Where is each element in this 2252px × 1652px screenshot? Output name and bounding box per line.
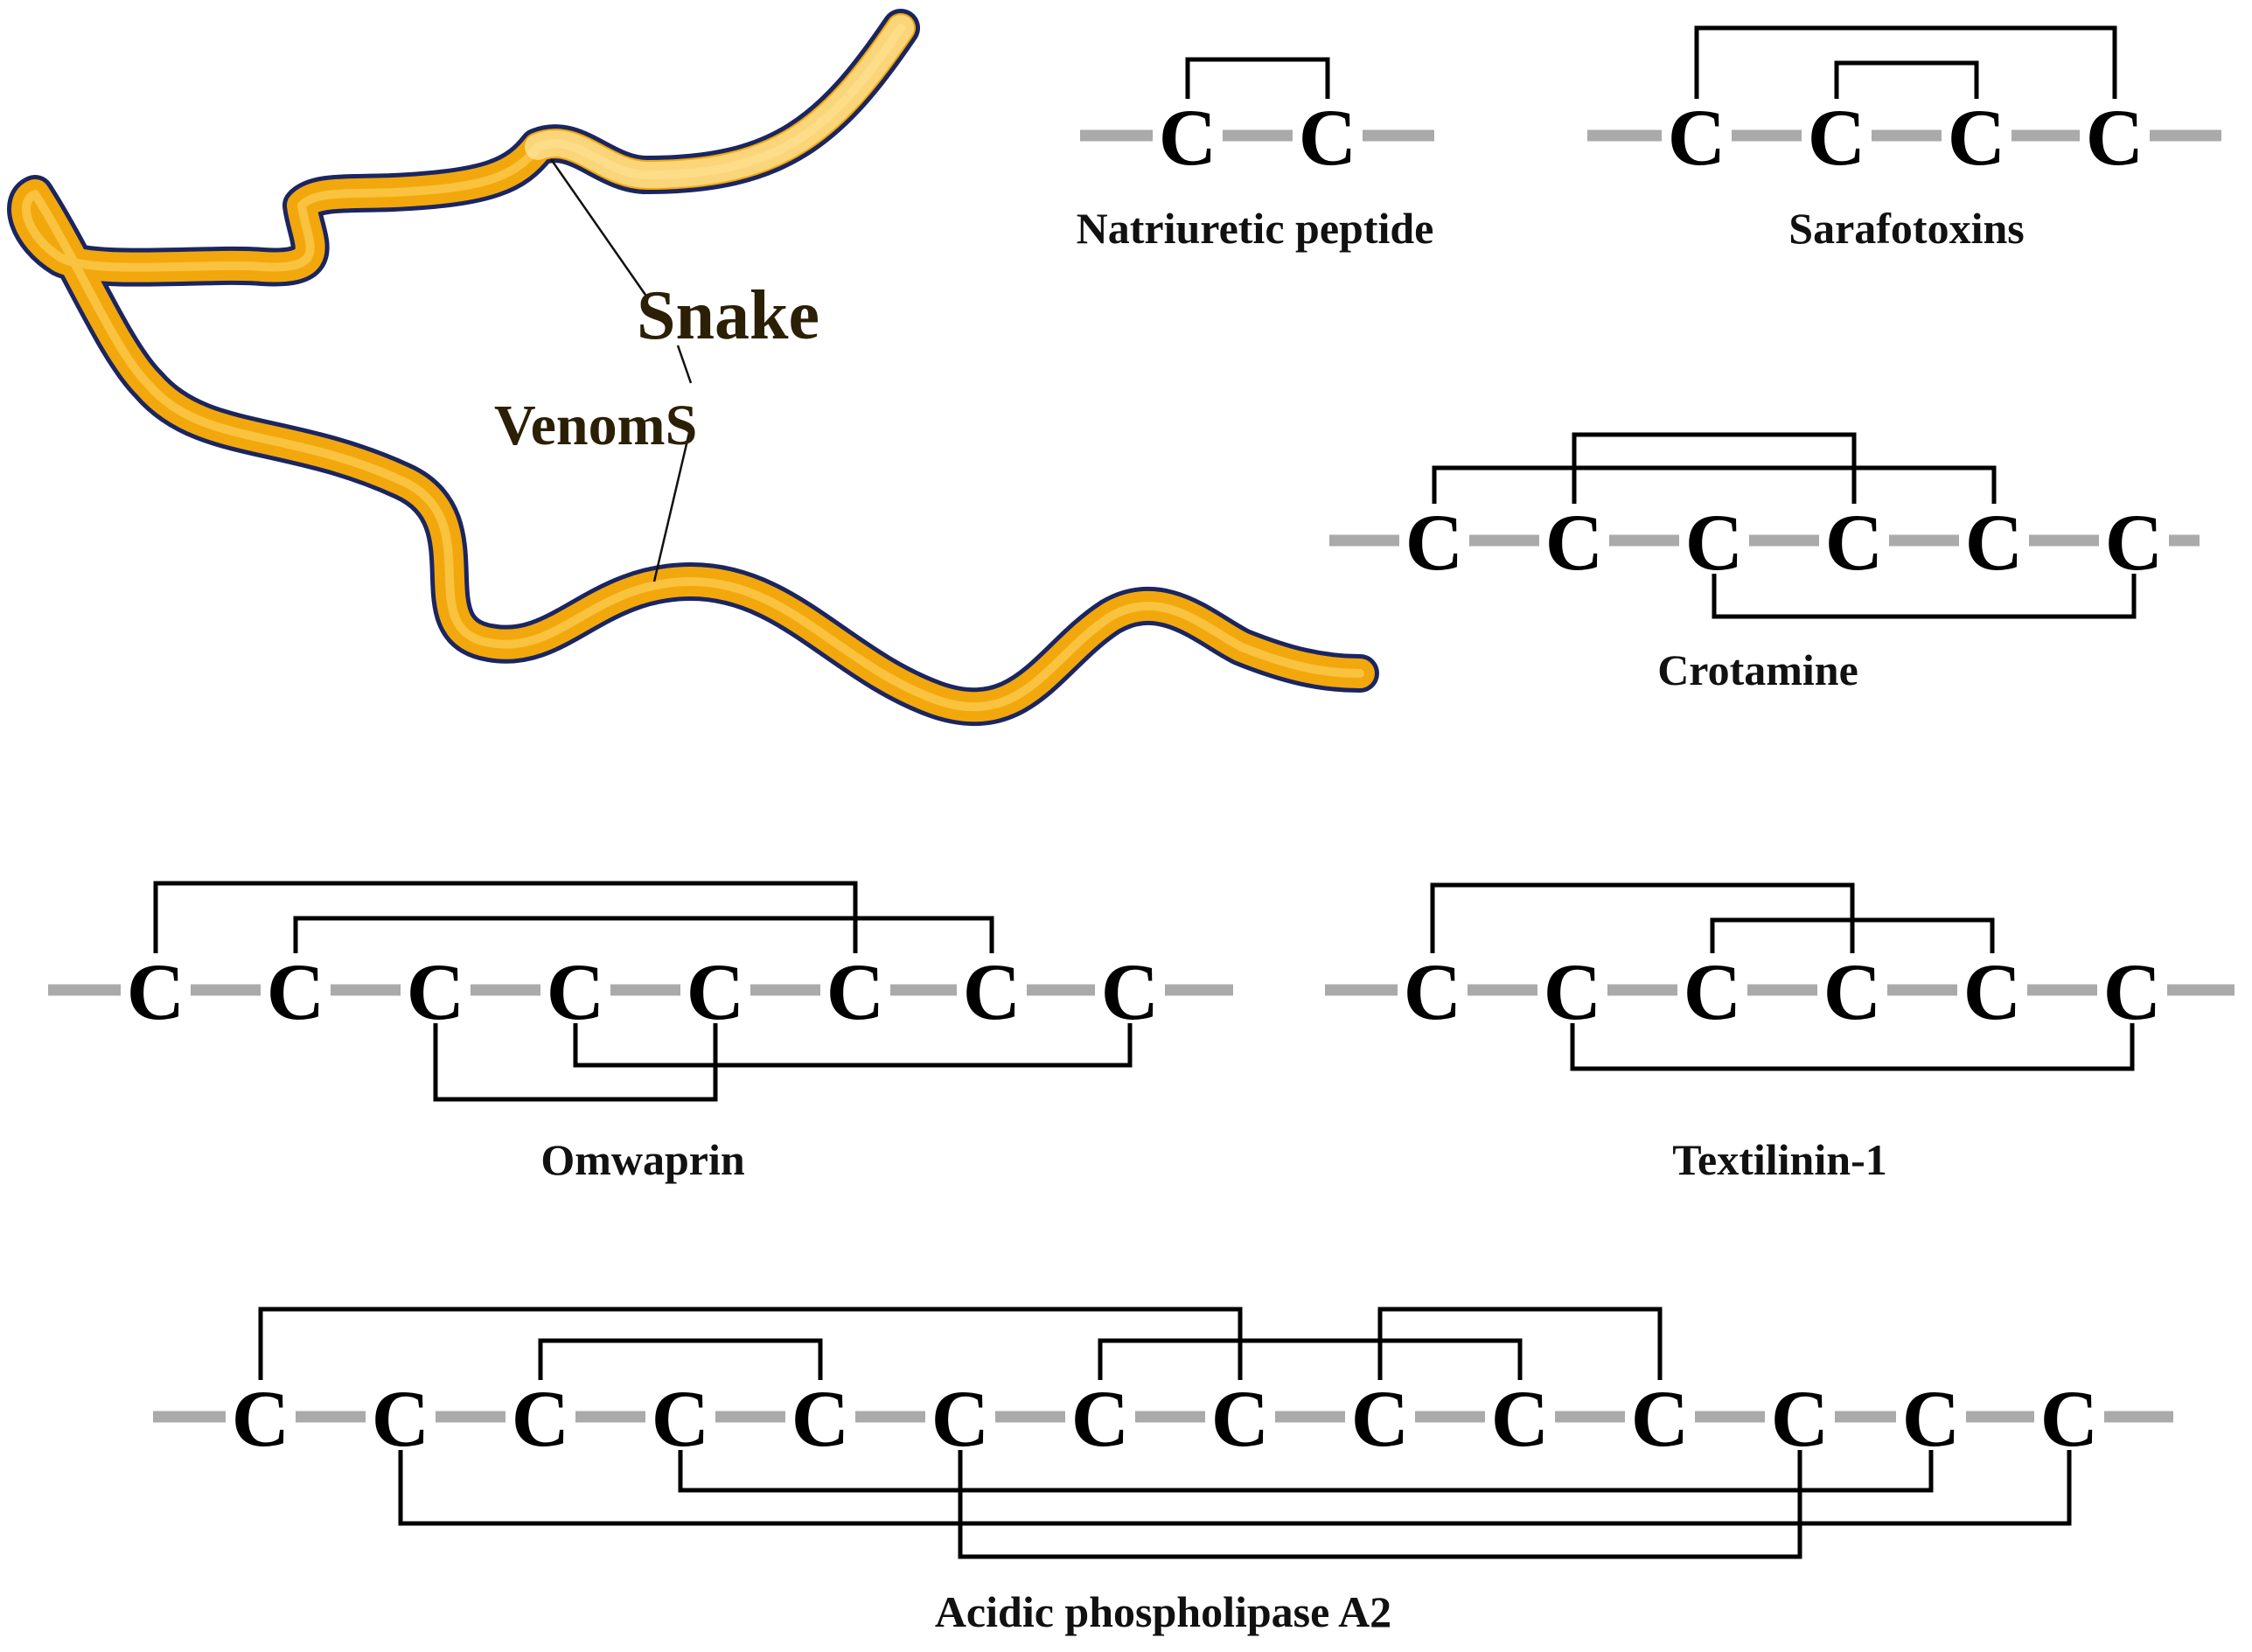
cysteine-label: C: [1544, 947, 1601, 1036]
protein-ribbon-illustration: Snake VenomS: [7, 9, 1379, 727]
cysteine-label: C: [826, 947, 884, 1036]
cysteine-label: C: [1684, 947, 1741, 1036]
cysteine-label: C: [1545, 498, 1603, 587]
cysteine-label: C: [1404, 947, 1461, 1036]
cysteine-label: C: [931, 1374, 989, 1463]
peptide-name: Sarafotoxins: [1788, 204, 2024, 253]
disulfide-connector: [676, 345, 693, 384]
cysteine-label: C: [1101, 947, 1159, 1036]
cysteine-label: C: [652, 1374, 709, 1463]
disulfide-connector: [549, 158, 649, 298]
disulfide-bond: [1098, 1338, 1523, 1380]
cysteine-label: C: [512, 1374, 569, 1463]
disulfide-bond: [1377, 1307, 1663, 1380]
disulfide-bond: [398, 1450, 2072, 1526]
disulfide-bond: [1570, 1023, 2135, 1071]
cysteine-label: C: [1491, 1374, 1549, 1463]
peptide-name: Omwaprin: [540, 1135, 745, 1184]
cysteine-label: C: [1685, 498, 1743, 587]
cysteine-label: C: [267, 947, 324, 1036]
cysteine-label: C: [232, 1374, 289, 1463]
snake-label: Snake: [637, 277, 819, 354]
disulfide-bond: [293, 916, 994, 953]
cysteine-label: C: [407, 947, 464, 1036]
disulfide-bond: [958, 1450, 1802, 1559]
cysteine-label: C: [372, 1374, 429, 1463]
cysteine-label: C: [1351, 1374, 1409, 1463]
cysteine-label: C: [1963, 947, 2021, 1036]
disulfide-bond: [573, 1023, 1133, 1068]
cysteine-label: C: [963, 947, 1021, 1036]
peptide-name: Crotamine: [1657, 645, 1858, 694]
cysteine-label: C: [1159, 93, 1217, 182]
disulfide-bond: [678, 1450, 1934, 1493]
peptide-name: Acidic phospholipase A2: [935, 1587, 1391, 1636]
disulfide-bond: [1712, 574, 2137, 619]
cysteine-label: C: [1211, 1374, 1269, 1463]
disulfide-connector: [652, 432, 691, 582]
peptide-name: Textilinin-1: [1672, 1135, 1886, 1184]
cysteine-label: C: [1071, 1374, 1129, 1463]
peptide-name: Natriuretic peptide: [1077, 204, 1434, 253]
venoms-label: VenomS: [494, 394, 697, 457]
cysteine-label: C: [1948, 93, 2005, 182]
cysteine-label: C: [2103, 947, 2161, 1036]
disulfide-bond: [1572, 432, 1857, 504]
disulfide-bond: [1834, 60, 1979, 99]
cysteine-label: C: [2040, 1374, 2098, 1463]
disulfide-bond: [1185, 57, 1330, 99]
cysteine-label: C: [1902, 1374, 1960, 1463]
cysteine-label: C: [1808, 93, 1865, 182]
cysteine-label: C: [791, 1374, 849, 1463]
cysteine-label: C: [2086, 93, 2144, 182]
cysteine-label: C: [1405, 498, 1463, 587]
disulfide-bond: [258, 1307, 1243, 1380]
cysteine-label: C: [2105, 498, 2163, 587]
disulfide-bond: [1694, 25, 2117, 99]
cysteine-label: C: [1825, 498, 1883, 587]
cysteine-label: C: [127, 947, 185, 1036]
cysteine-label: C: [1299, 93, 1356, 182]
cysteine-label: C: [1965, 498, 2023, 587]
disulfide-bond: [1432, 465, 1997, 504]
disulfide-bond: [538, 1338, 823, 1380]
cysteine-label: C: [547, 947, 604, 1036]
disulfide-bond: [1710, 917, 1995, 953]
cysteine-label: C: [1631, 1374, 1689, 1463]
disulfide-bond: [433, 1023, 718, 1102]
cysteine-label: C: [1771, 1374, 1829, 1463]
cysteine-label: C: [1823, 947, 1881, 1036]
cysteine-label: C: [687, 947, 744, 1036]
cysteine-label: C: [1668, 93, 1726, 182]
